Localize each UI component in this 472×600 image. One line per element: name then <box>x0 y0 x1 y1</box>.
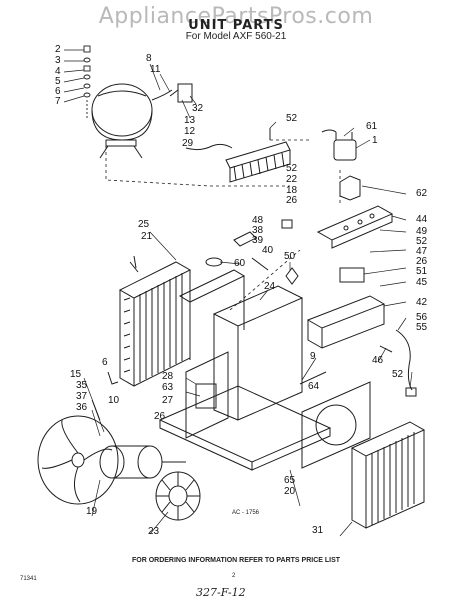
callout-label: 62 <box>416 188 428 199</box>
callout-label: 28 <box>162 371 174 382</box>
callout-label: 52 <box>286 113 298 124</box>
leader-lines <box>63 49 413 537</box>
assembly-lines <box>105 139 341 311</box>
callout-label: 61 <box>366 121 378 132</box>
callout-label: 21 <box>141 231 153 242</box>
compressor-drawing <box>91 83 173 159</box>
callout-label: 3 <box>55 55 61 66</box>
callout-label: 47 <box>416 246 428 257</box>
callout-label: 8 <box>146 53 152 64</box>
callout-label: 7 <box>55 96 61 107</box>
part-50 <box>285 267 299 285</box>
callout-label: 49 <box>416 226 428 237</box>
callout-label: 10 <box>108 395 120 406</box>
callout-label: 26 <box>154 411 166 422</box>
callout-label: 55 <box>416 322 428 333</box>
callout-label: 5 <box>55 76 61 87</box>
relay-part <box>169 83 193 103</box>
callout-label: 6 <box>55 86 61 97</box>
bracket-38 <box>233 231 257 247</box>
callout-label: 46 <box>372 355 384 366</box>
callout-label: 19 <box>86 506 98 517</box>
bracket <box>339 175 361 201</box>
fan-shroud <box>185 351 229 439</box>
callout-label: 1 <box>372 135 378 146</box>
callout-label: 9 <box>310 351 316 362</box>
grommet-60 <box>205 257 223 267</box>
control-panel <box>316 205 394 249</box>
callout-label: 27 <box>162 395 174 406</box>
diagram-subtitle: For Model AXF 560-21 <box>185 31 287 42</box>
document-code: 71341 <box>20 576 37 582</box>
fan-blade <box>37 415 119 505</box>
rod-40 <box>251 257 269 271</box>
callout-label: 60 <box>234 258 246 269</box>
condenser-coil <box>350 421 426 529</box>
callout-label: 52 <box>416 236 428 247</box>
callout-label: 2 <box>55 44 61 55</box>
watermark: AppliancePartsPros.com <box>98 4 374 29</box>
chassis <box>158 285 332 471</box>
handwritten-note: 327-F-12 <box>196 586 246 599</box>
callout-label: 15 <box>70 369 82 380</box>
callout-label: 35 <box>76 380 88 391</box>
callout-label: 44 <box>416 214 428 225</box>
callout-label: 24 <box>264 281 276 292</box>
fastener-stack <box>83 45 91 120</box>
callout-label: 56 <box>416 312 428 323</box>
callout-label: 40 <box>262 245 274 256</box>
callout-label: 11 <box>150 64 161 75</box>
callout-label: 22 <box>286 174 298 185</box>
page-number: 2 <box>232 573 236 579</box>
strip-9 <box>299 371 327 385</box>
callout-label: 6 <box>102 357 108 368</box>
evaporator-coil <box>118 261 192 387</box>
ordering-note: FOR ORDERING INFORMATION REFER TO PARTS … <box>131 557 341 564</box>
callout-label: 20 <box>284 486 296 497</box>
callout-label: 32 <box>192 103 204 114</box>
callout-label: 4 <box>55 66 61 77</box>
callout-label: 37 <box>76 391 88 402</box>
figure-reference: AC - 1756 <box>232 510 260 516</box>
callout-label: 64 <box>308 381 320 392</box>
callout-label: 12 <box>184 126 196 137</box>
callout-label: 26 <box>416 256 428 267</box>
callout-label: 45 <box>416 277 428 288</box>
callout-label: 18 <box>286 185 298 196</box>
callout-label: 38 <box>252 225 264 236</box>
callout-label: 26 <box>286 195 298 206</box>
callout-label: 31 <box>312 525 324 536</box>
callout-label: 50 <box>284 251 296 262</box>
terminal-block <box>339 267 365 283</box>
callout-label: 25 <box>138 219 150 230</box>
callout-label: 65 <box>284 475 296 486</box>
callout-label: 52 <box>286 163 298 174</box>
callout-label: 29 <box>182 138 194 149</box>
part-6 <box>107 371 119 385</box>
callout-label: 42 <box>416 297 428 308</box>
callout-label: 13 <box>184 115 196 126</box>
callout-label: 36 <box>76 402 88 413</box>
power-cord <box>379 329 417 397</box>
heater-strip <box>225 141 291 183</box>
control-box <box>306 295 386 349</box>
switch-48 <box>281 219 293 229</box>
callout-label: 39 <box>252 235 264 246</box>
rear-panel <box>301 381 371 469</box>
fan-motor <box>99 445 186 479</box>
blower-wheel <box>155 471 201 521</box>
wire-harness <box>185 143 233 151</box>
callout-label: 52 <box>392 369 404 380</box>
capacitor <box>321 129 357 161</box>
callout-label: 48 <box>252 215 264 226</box>
callout-label: 63 <box>162 382 174 393</box>
callout-label: 51 <box>416 266 428 277</box>
callout-label: 23 <box>148 526 160 537</box>
diagram-title: UNIT PARTS <box>188 18 284 33</box>
clip-21 <box>129 255 139 273</box>
